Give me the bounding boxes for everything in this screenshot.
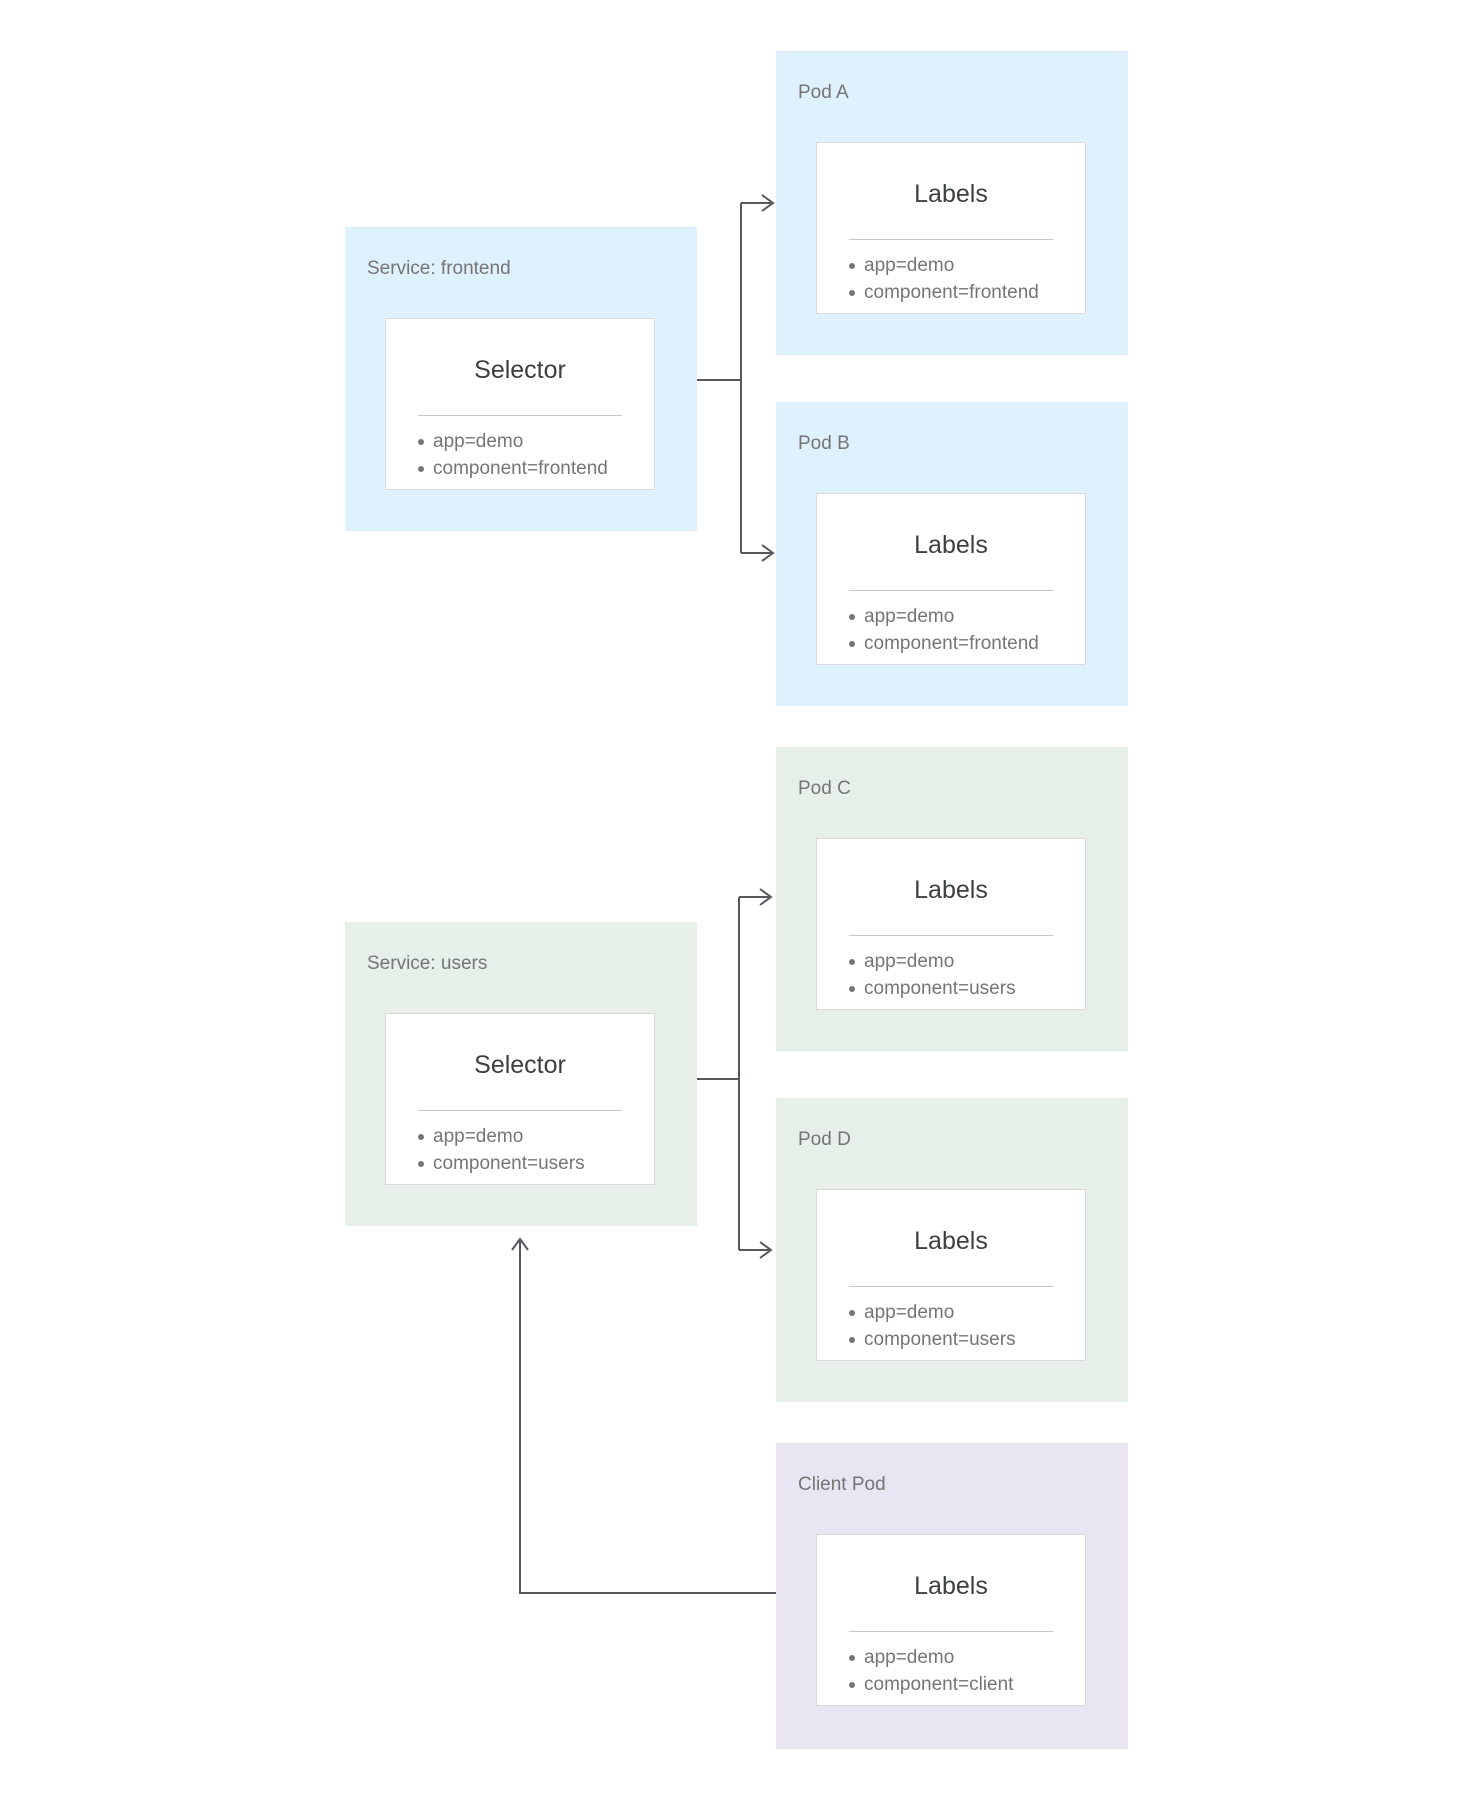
arrowhead-service-users-icon [511,1237,529,1251]
arrowhead-pod-d-icon [759,1241,773,1259]
pod-d-label: Pod D [798,1129,851,1150]
arrowhead-pod-b-icon [761,544,775,562]
pod-c-label: Pod C [798,778,851,799]
labels-list: app=demo component=frontend [848,252,1039,306]
list-item: app=demo [417,1123,585,1150]
pod-b-box: Pod B Labels app=demo component=frontend [776,402,1128,706]
client-pod-box: Client Pod Labels app=demo component=cli… [776,1443,1128,1749]
list-item: component=frontend [848,279,1039,306]
service-frontend-box: Service: frontend Selector app=demo comp… [345,227,697,531]
connector-client-to-users [519,1240,776,1594]
list-item: component=client [848,1671,1013,1698]
divider [849,935,1053,936]
divider [418,415,622,416]
pod-d-box: Pod D Labels app=demo component=users [776,1098,1128,1402]
client-pod-label: Client Pod [798,1474,886,1495]
divider [849,1286,1053,1287]
pod-b-label: Pod B [798,433,850,454]
labels-title: Labels [914,876,988,904]
list-item: component=users [848,975,1016,1002]
pod-a-box: Pod A Labels app=demo component=frontend [776,51,1128,355]
arrowhead-pod-c-icon [759,888,773,906]
service-frontend-selector-card: Selector app=demo component=frontend [385,318,655,490]
pod-d-labels-card: Labels app=demo component=users [816,1189,1086,1361]
list-item: component=frontend [848,630,1039,657]
pod-b-labels-card: Labels app=demo component=frontend [816,493,1086,665]
pod-a-labels-card: Labels app=demo component=frontend [816,142,1086,314]
list-item: app=demo [848,1299,1016,1326]
list-item: component=frontend [417,455,608,482]
service-frontend-label: Service: frontend [367,258,511,279]
list-item: component=users [848,1326,1016,1353]
labels-list: app=demo component=frontend [848,603,1039,657]
labels-title: Labels [914,531,988,559]
selector-title: Selector [474,1051,566,1079]
list-item: app=demo [848,252,1039,279]
labels-list: app=demo component=client [848,1644,1013,1698]
client-pod-labels-card: Labels app=demo component=client [816,1534,1086,1706]
divider [418,1110,622,1111]
service-users-selector-card: Selector app=demo component=users [385,1013,655,1185]
service-users-box: Service: users Selector app=demo compone… [345,922,697,1226]
selector-list: app=demo component=users [417,1123,585,1177]
list-item: app=demo [848,603,1039,630]
divider [849,239,1053,240]
arrowhead-pod-a-icon [761,194,775,212]
list-item: component=users [417,1150,585,1177]
divider [849,1631,1053,1632]
divider [849,590,1053,591]
labels-title: Labels [914,180,988,208]
labels-list: app=demo component=users [848,948,1016,1002]
list-item: app=demo [848,1644,1013,1671]
pod-c-labels-card: Labels app=demo component=users [816,838,1086,1010]
service-users-label: Service: users [367,953,488,974]
list-item: app=demo [417,428,608,455]
list-item: app=demo [848,948,1016,975]
pod-a-label: Pod A [798,82,849,103]
labels-title: Labels [914,1227,988,1255]
pod-c-box: Pod C Labels app=demo component=users [776,747,1128,1051]
selector-list: app=demo component=frontend [417,428,608,482]
labels-title: Labels [914,1572,988,1600]
selector-title: Selector [474,356,566,384]
labels-list: app=demo component=users [848,1299,1016,1353]
